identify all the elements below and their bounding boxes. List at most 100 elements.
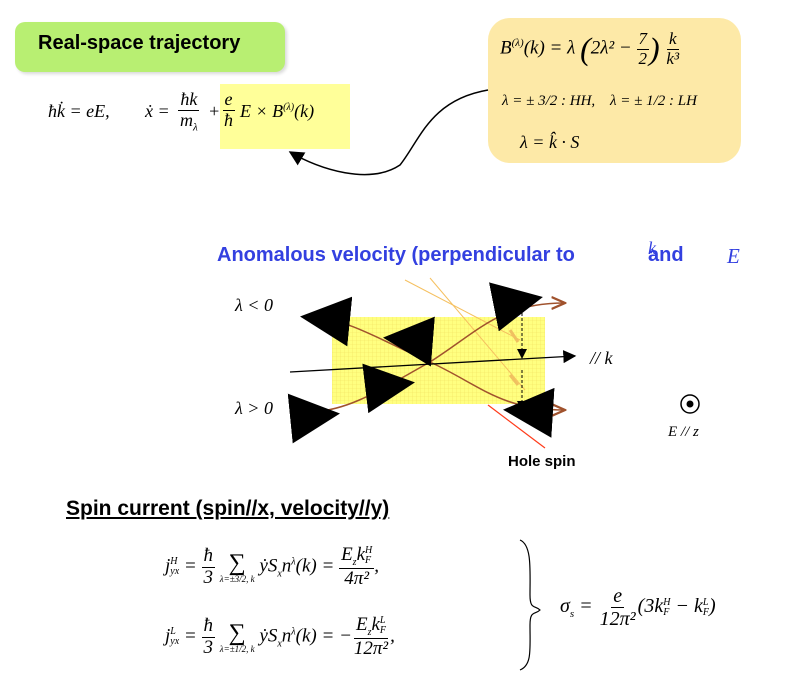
lambda-positive-label: λ > 0 (235, 398, 273, 418)
red-arrow-right-top (488, 282, 543, 332)
b-k-num: k (666, 29, 679, 50)
b-k-den: k³ (666, 48, 680, 68)
sigma-kL-sup: L (702, 596, 709, 608)
jL-lhs: j (165, 625, 171, 647)
red-arrow-left-bottom (287, 393, 340, 444)
jH-three: 3 (203, 566, 214, 588)
orange-arrow-1 (383, 316, 435, 367)
jL-three: 3 (203, 636, 214, 658)
eom-cross-sup: (λ) (283, 102, 295, 113)
b-sup: (λ) (511, 37, 524, 50)
red-arrow-left-top (300, 296, 353, 347)
eom-frac1-den-sub: λ (193, 121, 198, 134)
e-field-circle (680, 394, 700, 414)
jH-lhs: j (165, 555, 171, 577)
hole-spin-label: Hole spin (508, 453, 576, 470)
eom-part1: ħk̇ = eE, (48, 101, 110, 121)
eom-k-equation: ħk̇ = eE, (48, 101, 110, 122)
b-frac-den: 2 (638, 48, 648, 68)
anomalous-velocity-text: Anomalous velocity (perpendicular to (217, 244, 575, 267)
jL-E: E (355, 614, 368, 635)
eom-frac1-den: m (180, 109, 193, 130)
anomalous-and: and (648, 244, 684, 266)
jL-den: 12π² (353, 637, 389, 659)
jL-sub: yx (170, 636, 180, 648)
jL-body-sub: x (277, 638, 282, 650)
jL-kF: k (371, 614, 380, 635)
eom-cross: E × B (240, 101, 284, 121)
berry-curvature-box (488, 18, 741, 163)
sigma-den: 12π² (599, 608, 636, 630)
jH-hbar: ħ (201, 544, 215, 568)
jH-body: ẏS (259, 555, 278, 577)
b-lhs: B (500, 37, 512, 59)
eom-frac2-den: ħ (224, 109, 233, 130)
sigma-rhs2: − k (675, 595, 703, 618)
title-box (15, 22, 285, 72)
jL-sup: L (170, 626, 176, 638)
eom-frac2: e ħ (222, 89, 235, 131)
jL-sum-sub: λ=±1/2, k (219, 643, 255, 654)
anomalous-text: Anomalous velocity (perpendicular to (217, 244, 575, 266)
jL-arg: (k) = (295, 625, 335, 647)
jL-kF-sup: L (379, 614, 386, 626)
sigma-kL-sub: F (702, 606, 709, 618)
jH-body2-sup: λ (291, 556, 296, 568)
k-axis-label: // k (590, 348, 613, 368)
trajectory-region (332, 317, 545, 404)
e-field-dot (686, 400, 694, 408)
sigma-kH-sub: F (663, 606, 670, 618)
sigma-rhs: (3k (637, 595, 664, 618)
b-frac-num: 7 (636, 29, 649, 50)
anomalous-e-glyph: E (727, 244, 740, 268)
orange-arrow-4 (508, 374, 520, 386)
helicity-equation: λ = k̂ · S (520, 132, 580, 152)
jL-Ez-sub: z (367, 626, 372, 638)
lh-label: λ = ± 1/2 : LH (610, 93, 697, 109)
eom-frac1: ħk mλ (178, 89, 200, 134)
hole-spin-pointer (487, 404, 546, 449)
eom-cross-product: E × B(λ)(k) (240, 101, 314, 122)
sigma-kH-sup: H (663, 596, 671, 608)
jL-body2-sup: λ (291, 626, 296, 638)
jH-E: E (341, 544, 353, 565)
jH-sub: yx (170, 566, 180, 578)
sigma-close: ) (708, 595, 716, 618)
link-arrow (288, 89, 489, 176)
hh-label: λ = ± 3/2 : HH, (502, 93, 596, 109)
anomalous-k-glyph: k (648, 238, 656, 258)
sigma-sub: s (569, 608, 575, 621)
jL-hbar: ħ (201, 614, 215, 638)
right-brace (519, 539, 541, 671)
jH-sum-sub: λ=±3/2, k (219, 573, 255, 584)
eom-x-lhs: ẋ = (145, 101, 170, 122)
jL-body: ẏS (259, 625, 278, 647)
b-arg: (k) = λ (523, 37, 576, 59)
faint-line-2 (429, 277, 526, 391)
eom-frac1-num: ħk (178, 89, 200, 111)
anomalous-term-highlight (220, 84, 350, 149)
sigma-lhs: σ (560, 595, 570, 618)
eom-frac2-num: e (222, 89, 235, 111)
orange-arrow-2 (362, 363, 415, 414)
spin-current-title: Spin current (spin//x, velocity//y) (66, 497, 390, 520)
orange-arrow-3 (508, 329, 520, 343)
e-field-label: E // z (668, 424, 699, 440)
red-arrow-right-bottom (503, 387, 555, 438)
jH-Ez-sub: z (352, 556, 357, 568)
eom-part2: ẋ = (145, 101, 170, 121)
jH-body2: n (281, 555, 292, 577)
jL-kF-sub: F (379, 624, 387, 636)
jH-kF-sup: H (365, 544, 373, 556)
jL-body2: n (281, 625, 292, 647)
jH-den: 4π² (344, 567, 370, 589)
sigma-num: e (611, 585, 625, 608)
eom-cross-arg: (k) (294, 101, 315, 121)
b-paren: 2λ² − (590, 37, 632, 59)
lambda-negative-label: λ < 0 (235, 295, 273, 315)
jH-body-sub: x (277, 568, 282, 580)
section-title: Real-space trajectory (38, 32, 241, 54)
